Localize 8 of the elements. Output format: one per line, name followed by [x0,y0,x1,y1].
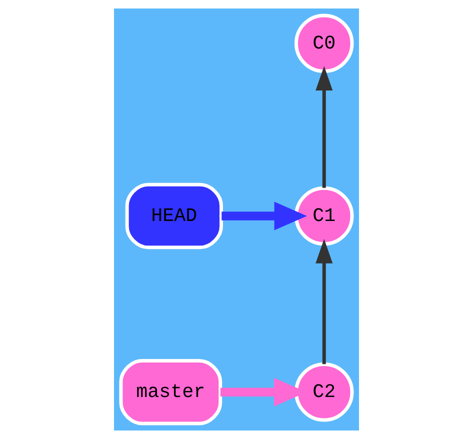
arrow [315,66,332,188]
node-circle: C1 [294,186,354,246]
arrow [315,238,332,364]
node-box: master [118,359,222,426]
arrow [221,202,306,230]
node-box: HEAD [124,182,222,250]
node-circle: C0 [294,14,354,74]
node-circle: C2 [294,362,354,422]
